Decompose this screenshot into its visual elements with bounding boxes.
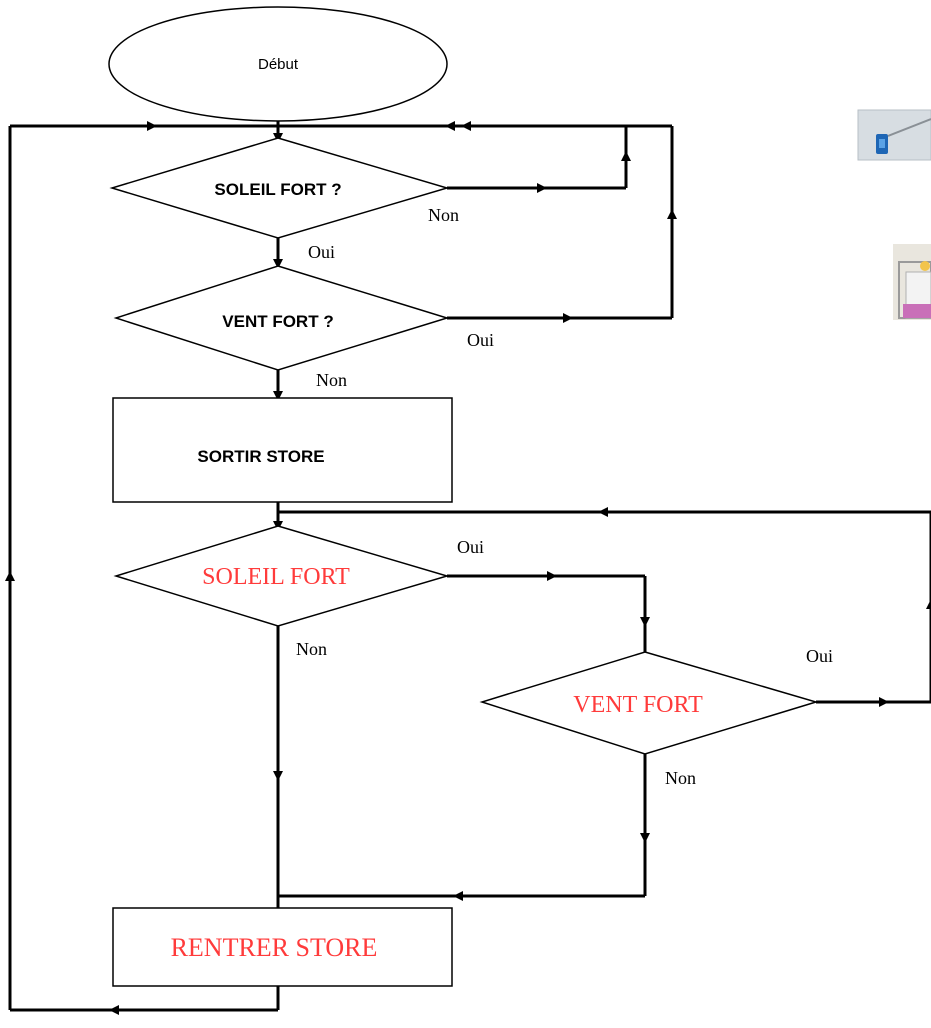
start-label: Début [258, 56, 299, 73]
decision-wind-1-label: VENT FORT ? [222, 312, 333, 331]
sun2-yes-label: Oui [457, 537, 484, 557]
action-extend-label: SORTIR STORE [197, 447, 324, 466]
wind1-no-label: Non [316, 370, 347, 390]
sun2-no-label: Non [296, 639, 327, 659]
sun1-no-label: Non [428, 205, 459, 225]
wind1-yes-label: Oui [467, 330, 494, 350]
sun1-yes-label: Oui [308, 242, 335, 262]
decision-wind-2-label: VENT FORT [573, 692, 703, 718]
decision-sun-1-label: SOLEIL FORT ? [214, 180, 341, 199]
wall-switch-thumbnail [858, 110, 931, 160]
wind2-yes-label: Oui [806, 646, 833, 666]
window-sensor-thumbnail [893, 244, 931, 320]
decision-sun-2-label: SOLEIL FORT [202, 564, 350, 590]
action-retract-label: RENTRER STORE [171, 933, 378, 962]
wind2-no-label: Non [665, 768, 696, 788]
